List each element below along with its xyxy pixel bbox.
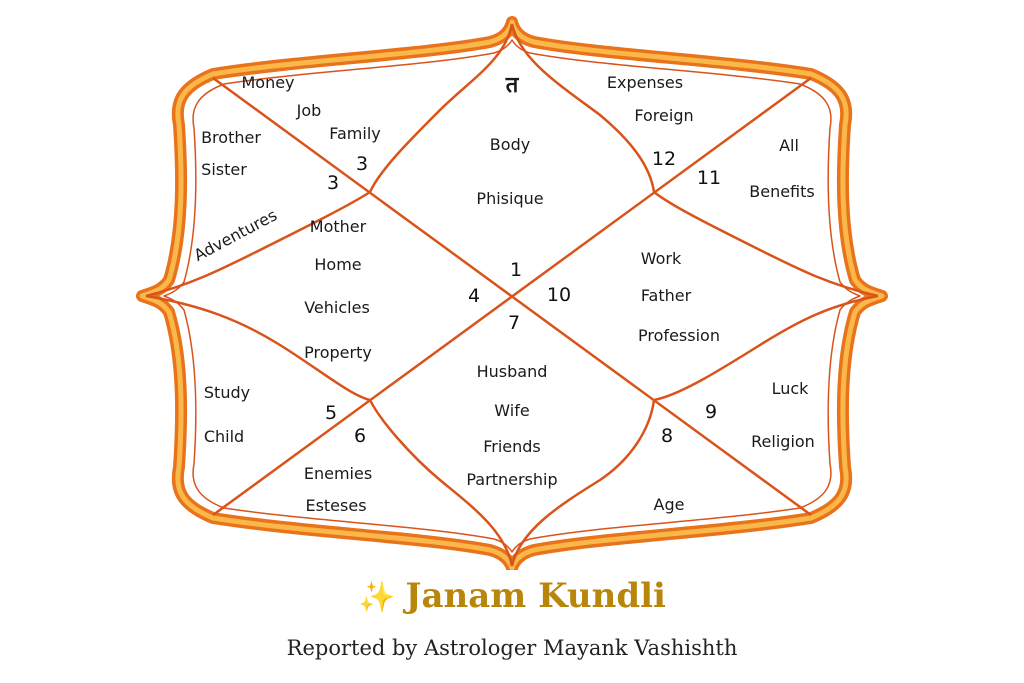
- house-11: All Benefits 11: [697, 136, 815, 201]
- curve-right-bottom: [653, 294, 879, 402]
- curve-left-bottom: [145, 294, 371, 402]
- house-3: Brother Sister Adventures 3: [191, 128, 339, 265]
- house-5-number: 5: [325, 402, 337, 424]
- kundli-chart: त Body Phisique 1 Money Job Family 3 Bro…: [136, 16, 888, 570]
- house-1-label-body: Body: [490, 135, 530, 154]
- house-12-label-foreign: Foreign: [634, 106, 693, 125]
- house-4-label-vehicles: Vehicles: [304, 298, 370, 317]
- house-4: Mother Home Vehicles Property 4: [304, 217, 480, 362]
- house-10-number: 10: [547, 284, 571, 306]
- house-7: Husband Wife Friends Partnership 7: [466, 312, 557, 489]
- curve-top-left: [368, 23, 514, 193]
- house-4-label-mother: Mother: [310, 217, 367, 236]
- house-6-number: 6: [354, 425, 366, 447]
- house-12-number: 12: [652, 148, 676, 170]
- house-6-label-esteses: Esteses: [305, 496, 366, 515]
- house-10-label-work: Work: [641, 249, 682, 268]
- house-2-number: 3: [356, 153, 368, 175]
- house-7-label-partnership: Partnership: [466, 470, 557, 489]
- house-5-label-child: Child: [204, 427, 244, 446]
- house-1: त Body Phisique 1: [476, 73, 543, 281]
- house-5-label-study: Study: [204, 383, 250, 402]
- house-2: Money Job Family 3: [241, 73, 380, 175]
- house-10-label-profession: Profession: [638, 326, 720, 345]
- house-7-label-wife: Wife: [494, 401, 529, 420]
- curve-top-right: [510, 23, 656, 193]
- house-8: Age 8: [654, 425, 685, 514]
- house-8-number: 8: [661, 425, 673, 447]
- house-4-label-property: Property: [304, 343, 372, 362]
- chart-subtitle: Reported by Astrologer Mayank Vashishth: [286, 636, 738, 660]
- house-7-label-friends: Friends: [483, 437, 541, 456]
- chart-title: Janam Kundli: [405, 576, 666, 616]
- diagonal-tr-bl: [212, 76, 812, 517]
- curve-bottom-left: [368, 399, 514, 567]
- curve-bottom-right: [510, 399, 656, 567]
- house-dividers: [145, 23, 879, 567]
- house-11-label-benefits: Benefits: [749, 182, 815, 201]
- house-5: Study Child 5: [204, 383, 337, 446]
- house-10-label-father: Father: [641, 286, 692, 305]
- house-4-number: 4: [468, 285, 480, 307]
- house-9-label-religion: Religion: [751, 432, 815, 451]
- house-11-label-all: All: [779, 136, 799, 155]
- house-6: Enemies Esteses 6: [304, 425, 372, 515]
- chart-title-row: ✨ Janam Kundli: [0, 576, 1024, 616]
- sparkle-icon: ✨: [358, 580, 396, 615]
- house-2-label-job: Job: [296, 101, 322, 120]
- house-6-label-enemies: Enemies: [304, 464, 372, 483]
- house-3-label-brother: Brother: [201, 128, 261, 147]
- house-7-label-husband: Husband: [477, 362, 548, 381]
- house-7-number: 7: [508, 312, 520, 334]
- house-8-label-age: Age: [654, 495, 685, 514]
- house-2-label-money: Money: [241, 73, 294, 92]
- house-3-number: 3: [327, 172, 339, 194]
- house-3-label-adventures: Adventures: [191, 205, 280, 265]
- house-9-label-luck: Luck: [772, 379, 810, 398]
- house-1-number: 1: [510, 259, 522, 281]
- house-12: Expenses Foreign 12: [607, 73, 694, 170]
- house-3-label-sister: Sister: [201, 160, 247, 179]
- house-2-label-family: Family: [329, 124, 380, 143]
- house-4-label-home: Home: [314, 255, 361, 274]
- house-1-glyph: त: [505, 73, 520, 98]
- house-10: Work Father Profession 10: [547, 249, 720, 345]
- house-1-label-phisique: Phisique: [476, 189, 543, 208]
- house-9-number: 9: [705, 401, 717, 423]
- house-11-number: 11: [697, 167, 721, 189]
- curve-right-top: [653, 191, 879, 298]
- house-9: Luck Religion 9: [705, 379, 815, 451]
- house-12-label-expenses: Expenses: [607, 73, 683, 92]
- curve-left-top: [145, 190, 371, 298]
